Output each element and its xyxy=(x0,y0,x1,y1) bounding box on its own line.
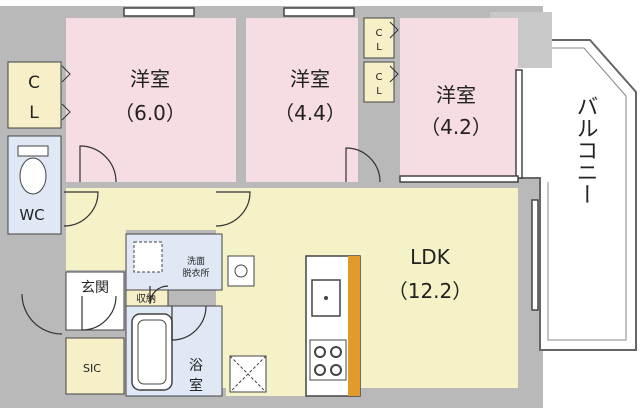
closet-doors xyxy=(61,21,399,121)
western1-size: （6.0） xyxy=(114,101,186,125)
basin-drain xyxy=(234,264,248,278)
storage-label: 収納 xyxy=(136,292,156,305)
bathtub-inner xyxy=(137,319,167,385)
wash-basin xyxy=(227,255,255,287)
ldk-name: LDK xyxy=(410,245,451,269)
closet-big-label-2: L xyxy=(29,103,39,123)
washroom-label-1: 洗面 xyxy=(187,255,205,267)
kitchen-sink xyxy=(311,279,341,317)
room-western-2 xyxy=(246,18,358,182)
closet-small2-label-2: L xyxy=(376,86,382,97)
closet-small-1 xyxy=(363,17,395,59)
washer-pan xyxy=(133,241,163,273)
balcony-rail xyxy=(528,47,627,341)
ldk-size: （12.2） xyxy=(388,279,473,303)
stove-top xyxy=(309,339,347,381)
closet-big-label-1: C xyxy=(28,73,40,93)
fridge-cross xyxy=(229,355,267,393)
sink-drain xyxy=(324,296,328,300)
bathtub xyxy=(131,313,173,391)
burner-3 xyxy=(314,364,326,376)
entrance-label: 玄関 xyxy=(81,279,109,296)
washroom-label-2: 脱衣所 xyxy=(182,267,209,279)
burner-1 xyxy=(314,346,326,358)
kitchen-backsplash xyxy=(348,256,360,396)
western1-name: 洋室 xyxy=(130,67,170,91)
hallway xyxy=(66,188,216,230)
western3-size: （4.2） xyxy=(420,115,492,139)
room-western-1 xyxy=(66,18,236,182)
western2-size: （4.4） xyxy=(274,101,346,125)
closet-small-2 xyxy=(363,61,395,103)
toilet-tank xyxy=(17,145,49,157)
closet-small1-label-1: C xyxy=(376,28,383,39)
burner-4 xyxy=(330,364,342,376)
closet-big xyxy=(7,61,62,129)
door-swings xyxy=(21,145,381,341)
room-western-3 xyxy=(400,18,518,180)
wc-label: WC xyxy=(19,206,44,224)
western2-name: 洋室 xyxy=(290,67,330,91)
bath-label-1: 浴 xyxy=(189,358,203,374)
bath-label-2: 室 xyxy=(189,377,203,394)
room-entrance xyxy=(65,271,125,331)
window-marks xyxy=(123,7,539,311)
western3-name: 洋室 xyxy=(436,83,476,107)
sic-label: SIC xyxy=(83,362,101,375)
balcony-label: バルコニー xyxy=(573,95,598,205)
hallway-lower xyxy=(66,230,126,270)
closet-small2-label-1: C xyxy=(376,72,383,83)
room-sic xyxy=(65,337,125,395)
toilet-bowl xyxy=(19,157,47,195)
closet-small1-label-2: L xyxy=(376,42,382,53)
burner-2 xyxy=(330,346,342,358)
